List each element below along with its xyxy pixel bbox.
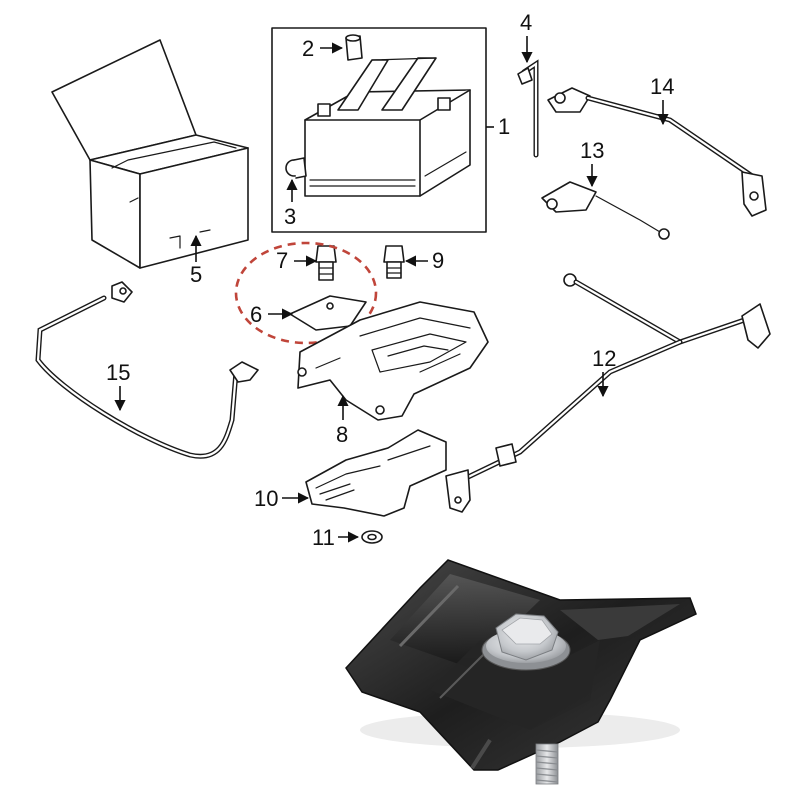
callout-12: 12 xyxy=(592,346,616,371)
bolt-part-7 xyxy=(315,245,337,281)
callout-15: 15 xyxy=(106,360,130,385)
harness-part-12 xyxy=(445,273,771,513)
callout-5: 5 xyxy=(190,262,202,287)
washer-part-11 xyxy=(361,530,383,544)
elbow-plug-part-3 xyxy=(285,157,307,179)
callout-13: 13 xyxy=(580,138,604,163)
highlight-circle xyxy=(234,241,378,345)
callout-7: 7 xyxy=(276,248,288,273)
callout-14: 14 xyxy=(650,74,674,99)
callout-2: 2 xyxy=(302,36,314,61)
callout-11: 11 xyxy=(312,525,335,550)
callout-6: 6 xyxy=(250,302,262,327)
battery-part-1 xyxy=(271,27,487,233)
callouts: 1 2 3 4 5 6 7 8 9 10 11 12 13 14 15 xyxy=(106,10,674,550)
callout-10: 10 xyxy=(254,486,278,511)
retaining-bracket-part-6 xyxy=(289,295,367,331)
callout-4: 4 xyxy=(520,10,532,35)
callout-9: 9 xyxy=(432,248,444,273)
positive-cable-part-14 xyxy=(547,87,767,217)
product-photo-bracket xyxy=(345,559,697,785)
vent-hose-part-4 xyxy=(517,59,539,158)
battery-box-part-5 xyxy=(51,39,249,269)
vent-plug-part-2 xyxy=(345,34,363,61)
ground-cable-part-15 xyxy=(35,281,259,459)
negative-cable-part-13 xyxy=(541,181,670,240)
battery-tray-part-8 xyxy=(297,301,489,421)
callout-1: 1 xyxy=(498,114,510,139)
callout-8: 8 xyxy=(336,422,348,447)
bolt-part-9 xyxy=(383,245,405,279)
callout-3: 3 xyxy=(284,204,296,229)
lower-plate-part-10 xyxy=(305,429,447,517)
